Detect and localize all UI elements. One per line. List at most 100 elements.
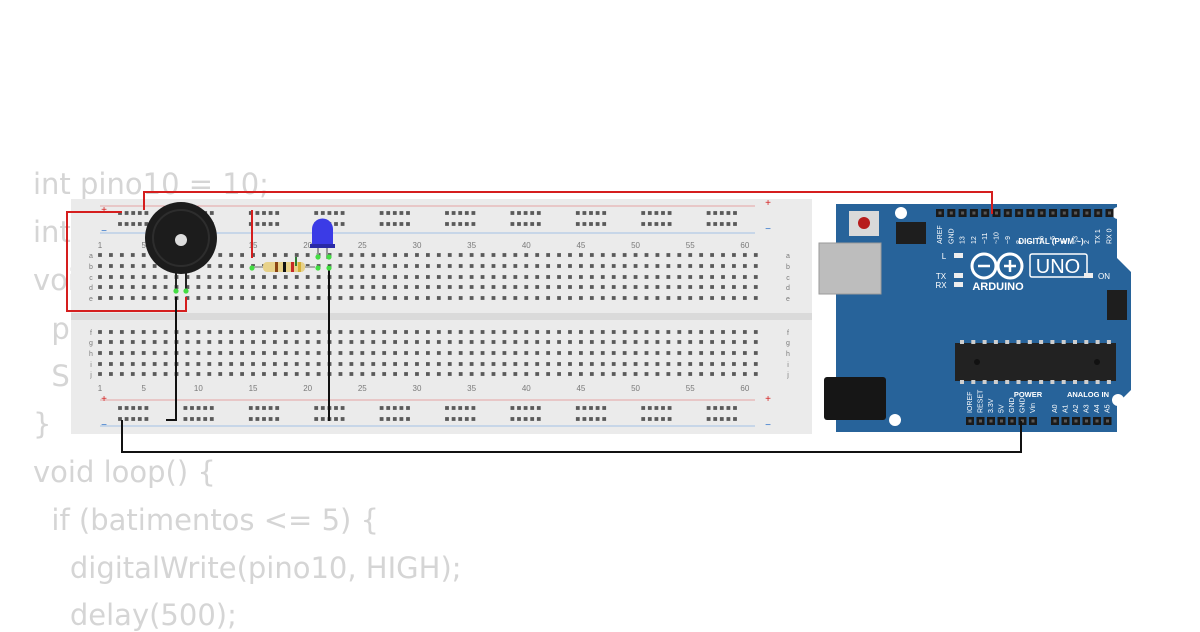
breadboard-hole (732, 264, 736, 268)
breadboard-hole (633, 372, 638, 376)
header-pin-hole (1074, 419, 1078, 423)
plus-rail-label: + (765, 394, 771, 405)
breadboard-hole (622, 362, 627, 366)
breadboard-hole (141, 362, 146, 366)
breadboard-hole (688, 253, 693, 257)
rail-hole (320, 406, 325, 410)
connection-point (326, 254, 332, 260)
breadboard-hole (240, 340, 244, 344)
breadboard-hole (207, 340, 212, 344)
breadboard-hole (349, 351, 354, 355)
breadboard-hole (305, 330, 310, 334)
rail-hole (713, 417, 718, 421)
chip-pin (1073, 380, 1077, 384)
breadboard-hole (360, 372, 365, 376)
rail-hole (661, 211, 665, 215)
breadboard-hole (666, 340, 671, 344)
led-on-label: ON (1098, 272, 1110, 281)
breadboard-hole (655, 362, 660, 366)
breadboard-hole (349, 362, 354, 366)
breadboard-hole (272, 351, 277, 355)
rail-hole (458, 406, 463, 410)
breadboard-hole (316, 372, 321, 376)
breadboard-hole (524, 330, 529, 334)
resistor-band (291, 262, 294, 272)
breadboard-hole (742, 351, 747, 355)
breadboard-hole (611, 372, 616, 376)
header-pin-hole (938, 211, 942, 215)
breadboard-hole (480, 253, 485, 257)
breadboard-hole (546, 330, 551, 334)
breadboard-hole (732, 253, 736, 257)
breadboard-hole (360, 253, 365, 257)
breadboard-hole (447, 351, 452, 355)
breadboard-hole (480, 340, 485, 344)
breadboard-hole (436, 264, 441, 268)
breadboard-hole (633, 330, 638, 334)
rail-hole (334, 222, 338, 226)
breadboard-hole (305, 372, 310, 376)
rail-hole (203, 406, 208, 410)
breadboard-hole (491, 285, 496, 289)
breadboard-hole (371, 253, 376, 257)
rail-hole (595, 211, 600, 215)
rail-hole (733, 417, 737, 421)
breadboard-hole (360, 351, 365, 355)
breadboard-hole (119, 351, 124, 355)
breadboard-hole (535, 275, 540, 279)
breadboard-hole (513, 372, 518, 376)
rail-hole (536, 406, 541, 410)
plus-rail-label: + (101, 205, 107, 216)
rail-hole (458, 211, 463, 215)
breadboard-hole (644, 340, 649, 344)
breadboard-hole (404, 330, 408, 334)
pin-label: A3 (1084, 404, 1091, 413)
breadboard-hole (207, 372, 212, 376)
breadboard-hole (163, 340, 168, 344)
chip-pin (1039, 340, 1044, 344)
breadboard-hole (130, 340, 135, 344)
breadboard-hole (119, 330, 124, 334)
column-number: 50 (631, 384, 640, 393)
breadboard-hole (218, 275, 223, 279)
breadboard-hole (721, 264, 725, 268)
breadboard-hole (98, 285, 102, 289)
breadboard-hole (557, 372, 561, 376)
reset-button (858, 217, 870, 229)
breadboard-hole (622, 330, 627, 334)
wire-black-arduino-gnd (121, 420, 1022, 453)
breadboard-hole (251, 275, 255, 279)
breadboard-hole (141, 372, 146, 376)
led-tx-indicator (954, 273, 963, 278)
rail-hole (392, 222, 397, 226)
breadboard-hole (600, 285, 605, 289)
rail-hole (190, 417, 194, 421)
pin-label: ~10 (994, 232, 1001, 244)
rail-hole (667, 211, 672, 215)
breadboard-hole (579, 340, 583, 344)
breadboard-hole (109, 340, 113, 344)
rail-hole (334, 417, 338, 421)
breadboard-hole (557, 340, 561, 344)
header-pin-hole (1108, 211, 1111, 215)
breadboard-hole (141, 296, 146, 300)
breadboard-hole (283, 296, 288, 300)
breadboard-hole (240, 330, 244, 334)
breadboard-hole (589, 285, 594, 289)
breadboard-hole (349, 340, 354, 344)
breadboard-hole (753, 351, 758, 355)
column-number: 25 (358, 384, 367, 393)
breadboard-hole (753, 372, 758, 376)
breadboard-hole (600, 275, 605, 279)
connection-point (326, 265, 332, 271)
breadboard-hole (283, 285, 288, 289)
icsp-header-right (1107, 290, 1127, 320)
breadboard-hole (721, 253, 725, 257)
breadboard-hole (316, 340, 321, 344)
breadboard-hole (163, 275, 168, 279)
rail-hole (137, 222, 142, 226)
breadboard-hole (294, 330, 299, 334)
rail-hole (144, 406, 149, 410)
breadboard-hole (382, 351, 387, 355)
rail-hole (589, 417, 593, 421)
